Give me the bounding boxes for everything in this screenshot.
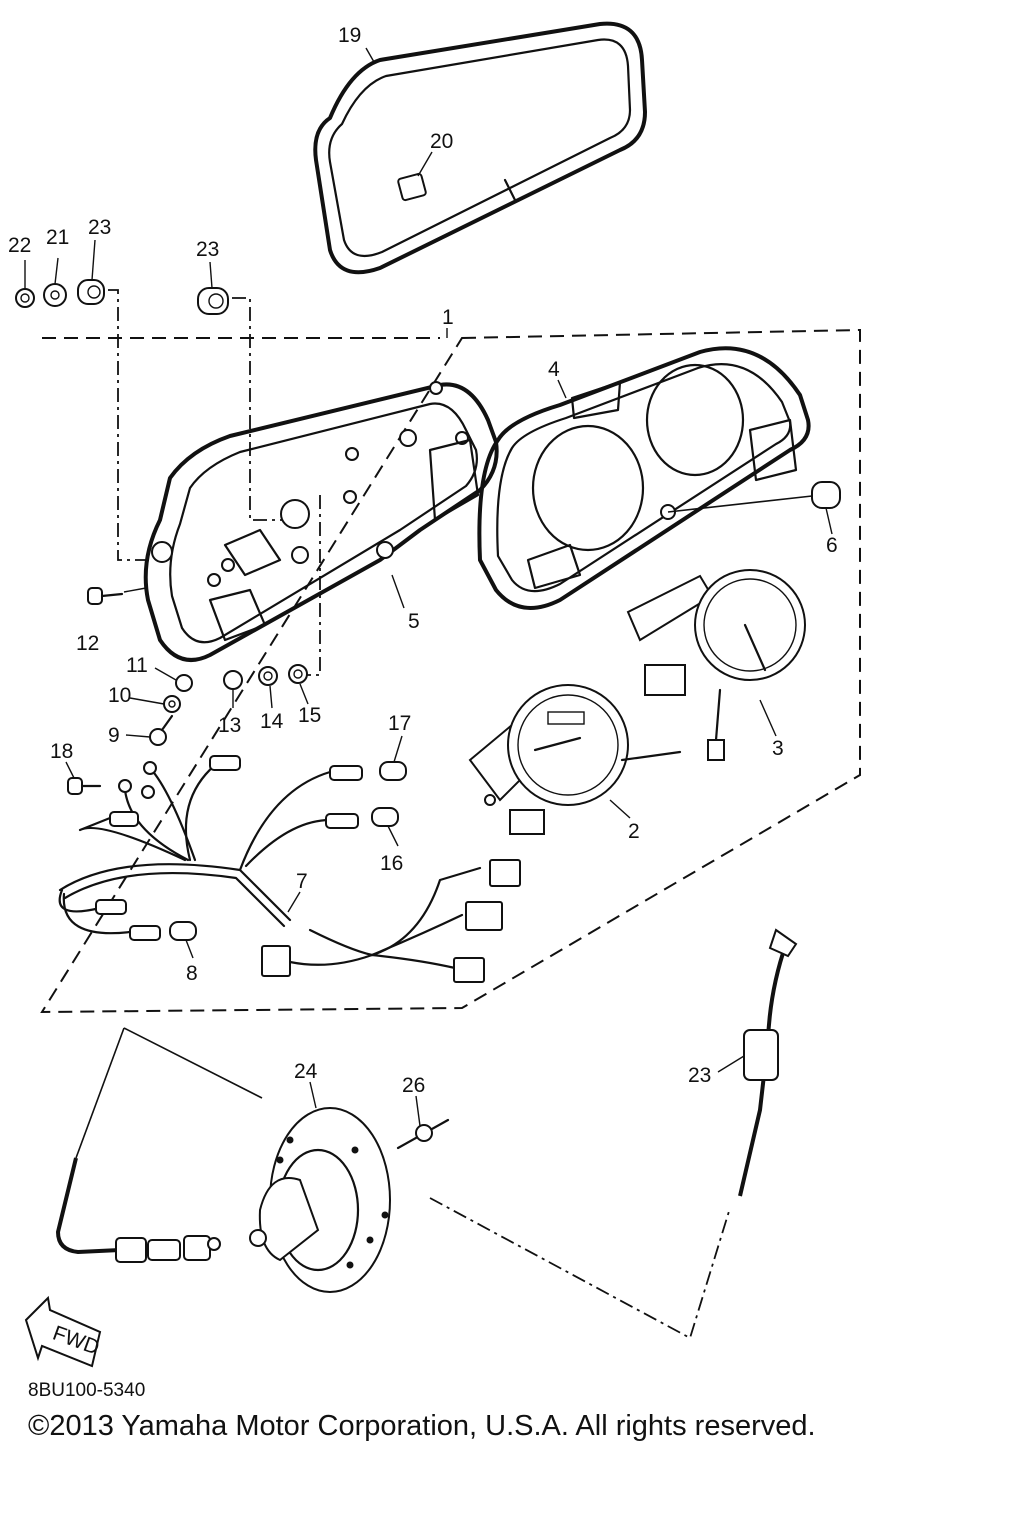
leader-lines	[24, 47, 833, 1127]
callout-18: 18	[50, 740, 73, 763]
part-17-bulb	[379, 761, 407, 781]
part-20-pad	[397, 172, 427, 202]
lower-cable-end	[56, 1157, 221, 1263]
callout-11: 11	[126, 654, 148, 677]
callout-13: 13	[218, 714, 241, 737]
connector-line-b	[232, 297, 285, 521]
callout-19: 19	[338, 24, 361, 47]
part-21-washer	[43, 283, 67, 307]
callout-22: 22	[8, 234, 31, 257]
part-23-grommet-right	[197, 287, 229, 315]
callout-7: 7	[296, 870, 308, 893]
callout-4: 4	[548, 358, 560, 381]
part-16-bulb	[371, 807, 399, 827]
callout-6: 6	[826, 534, 838, 557]
part-9-screw	[149, 714, 174, 746]
part-8-bulb	[169, 921, 197, 941]
callout-23b: 23	[196, 238, 219, 261]
link-line-center	[123, 1027, 263, 1099]
fwd-arrow: FWD	[24, 1295, 102, 1368]
part-11-nut	[175, 674, 193, 692]
part-13-grommet	[223, 670, 243, 690]
part-18-screw	[67, 777, 102, 795]
part-19-cover-ring	[313, 21, 647, 275]
part-15-nut	[288, 664, 308, 684]
callout-26: 26	[402, 1074, 425, 1097]
part-25-flange	[249, 1107, 391, 1293]
callout-10: 10	[108, 684, 131, 707]
leader-12	[123, 587, 147, 593]
part-23-grommet-left	[77, 279, 105, 305]
link-line-right	[429, 1197, 731, 1340]
callout-8: 8	[186, 962, 198, 985]
part-2-speedometer	[468, 684, 682, 835]
callout-12: 12	[76, 632, 99, 655]
callout-2: 2	[628, 820, 640, 843]
copyright-notice: ©2013 Yamaha Motor Corporation, U.S.A. A…	[28, 1410, 816, 1442]
callout-3: 3	[772, 737, 784, 760]
part-14-washer	[258, 666, 278, 686]
connector-line-a	[108, 289, 150, 561]
part-5-meter-case	[143, 381, 499, 662]
part-3-tachometer	[626, 569, 806, 761]
callout-14: 14	[260, 710, 284, 733]
callout-20: 20	[430, 130, 453, 153]
part-26-pin	[396, 1118, 450, 1150]
callout-23a: 23	[88, 216, 111, 239]
part-24-cable	[738, 928, 798, 1197]
link-line-left	[75, 1027, 125, 1159]
callout-24: 23	[688, 1064, 711, 1087]
part-22-nut	[15, 288, 35, 308]
callout-25: 24	[294, 1060, 318, 1083]
part-7-wire-harness	[58, 755, 521, 983]
part-4-meter-panel	[477, 346, 811, 610]
callout-21: 21	[46, 226, 69, 249]
callout-5: 5	[408, 610, 420, 633]
callout-1: 1	[442, 306, 454, 329]
part-6-cap	[667, 481, 841, 513]
part-10-washer	[163, 695, 181, 713]
diagram-code: 8BU100-5340	[28, 1380, 146, 1401]
callout-17: 17	[388, 712, 411, 735]
callout-9: 9	[108, 724, 120, 747]
part-12-screw	[87, 587, 124, 605]
callout-15: 15	[298, 704, 321, 727]
callout-16: 16	[380, 852, 403, 875]
